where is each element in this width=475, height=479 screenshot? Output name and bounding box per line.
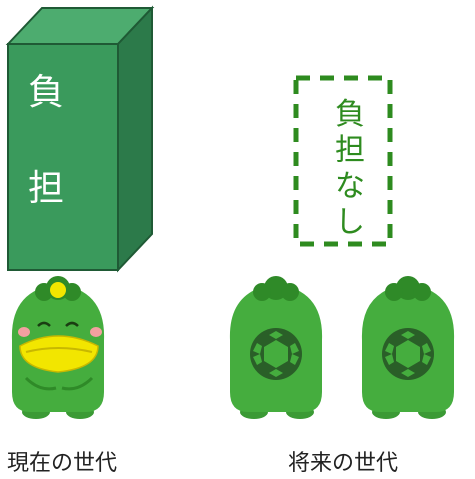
kappa-cheek-right	[90, 327, 102, 337]
no-burden-char-3: な	[335, 169, 365, 204]
burden-box: 負 担	[5, 5, 155, 273]
kappa-head-plate	[35, 276, 81, 301]
burden-box-char-2: 担	[28, 168, 64, 209]
no-burden-char-1: 負	[335, 97, 365, 132]
burden-box-front	[7, 43, 119, 271]
kappa-future-generation-2	[361, 276, 455, 419]
kappa-head-plate	[253, 276, 299, 301]
kappa-beak	[19, 335, 99, 373]
kappa-current-generation	[11, 276, 105, 419]
no-burden-char-4: し	[335, 205, 365, 240]
no-burden-char-2: 担	[335, 133, 365, 168]
kappa-head-plate	[385, 276, 431, 301]
kappa-future-generation-1	[229, 276, 323, 419]
burden-box-char-1: 負	[28, 72, 64, 113]
kappa-cheek-left	[18, 327, 30, 337]
kappa-shell	[382, 328, 434, 380]
caption-future-generation: 将来の世代	[288, 451, 398, 476]
no-burden-box: 負 担 な し	[293, 75, 393, 247]
caption-current-generation: 現在の世代	[7, 451, 117, 476]
no-burden-dashed-frame	[293, 75, 393, 247]
burden-box-side	[117, 5, 153, 273]
kappa-shell	[250, 328, 302, 380]
